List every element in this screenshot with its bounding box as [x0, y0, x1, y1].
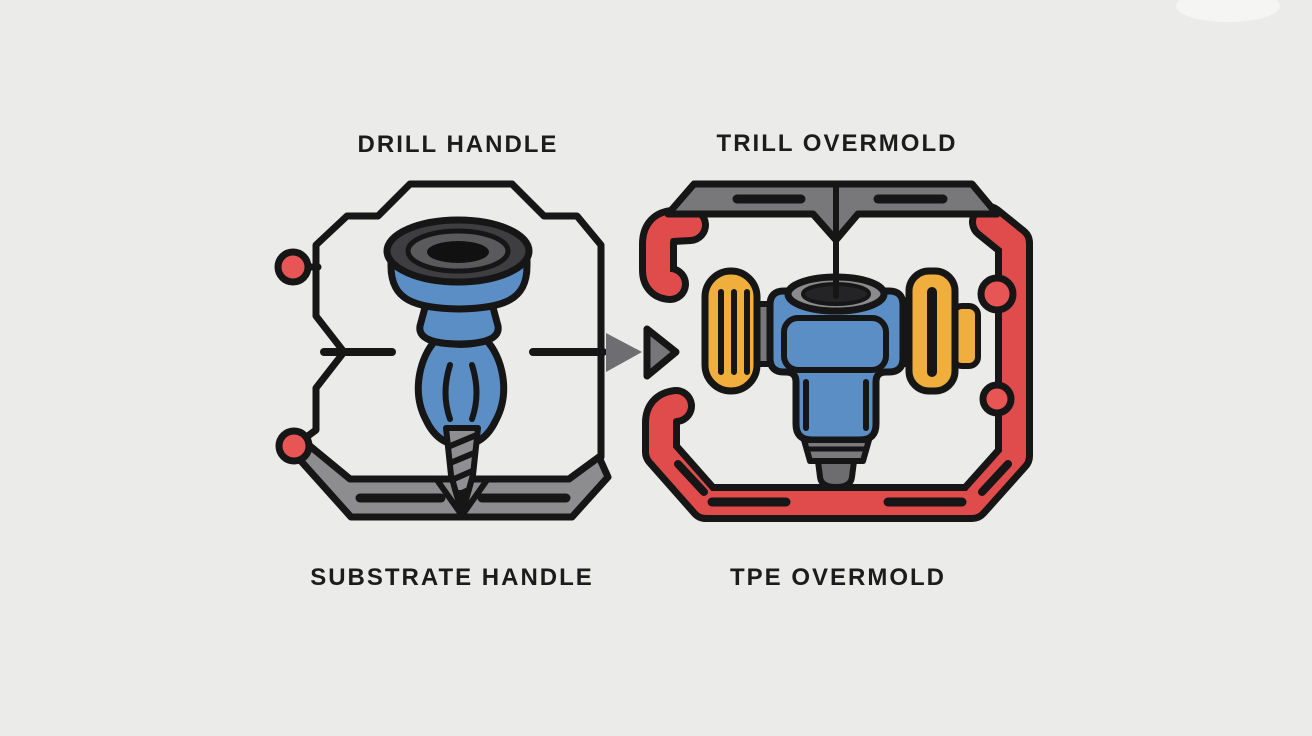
overmold-band-main [642, 203, 1033, 522]
runner-bar [664, 180, 1001, 244]
drill-body-column-lines [803, 379, 869, 431]
handle-groove [442, 362, 480, 422]
locating-pin-icon [274, 248, 312, 286]
band-dash-corner-right [978, 460, 1012, 496]
label-substrate-handle: SUBSTRATE HANDLE [310, 564, 594, 591]
label-tpe-overmold: TPE OVERMOLD [729, 564, 947, 591]
locating-pin-icon [275, 427, 313, 465]
drill-bit-flutes [446, 428, 478, 514]
bar-v-notch [434, 477, 490, 517]
paper-highlight [1176, 0, 1280, 22]
arrow-head-2 [643, 325, 680, 380]
drill-body-band [781, 315, 889, 373]
overmold-band-upper-left [639, 206, 709, 303]
mold-outline-left [293, 180, 516, 448]
label-drill-handle: DRILL HANDLE [357, 131, 559, 158]
overmold-drill-icon [701, 237, 981, 490]
chuck-nub [815, 458, 857, 490]
arrow-head-1 [606, 333, 642, 372]
gate-pin-icon [979, 381, 1015, 417]
knob-left-ribs [718, 289, 750, 375]
gate-pin-icon [977, 274, 1017, 314]
label-trill-overmold: TRILL OVERMOLD [716, 130, 958, 157]
substrate-panel [274, 180, 612, 521]
overmold-panel [639, 180, 1033, 522]
substrate-drill-icon [383, 216, 533, 517]
mold-outline-right [508, 180, 605, 461]
band-dash-corner-left [674, 460, 708, 496]
drill-bit-tip [452, 490, 472, 513]
process-arrow-icon [606, 325, 680, 380]
knob-head-hole [427, 241, 489, 263]
